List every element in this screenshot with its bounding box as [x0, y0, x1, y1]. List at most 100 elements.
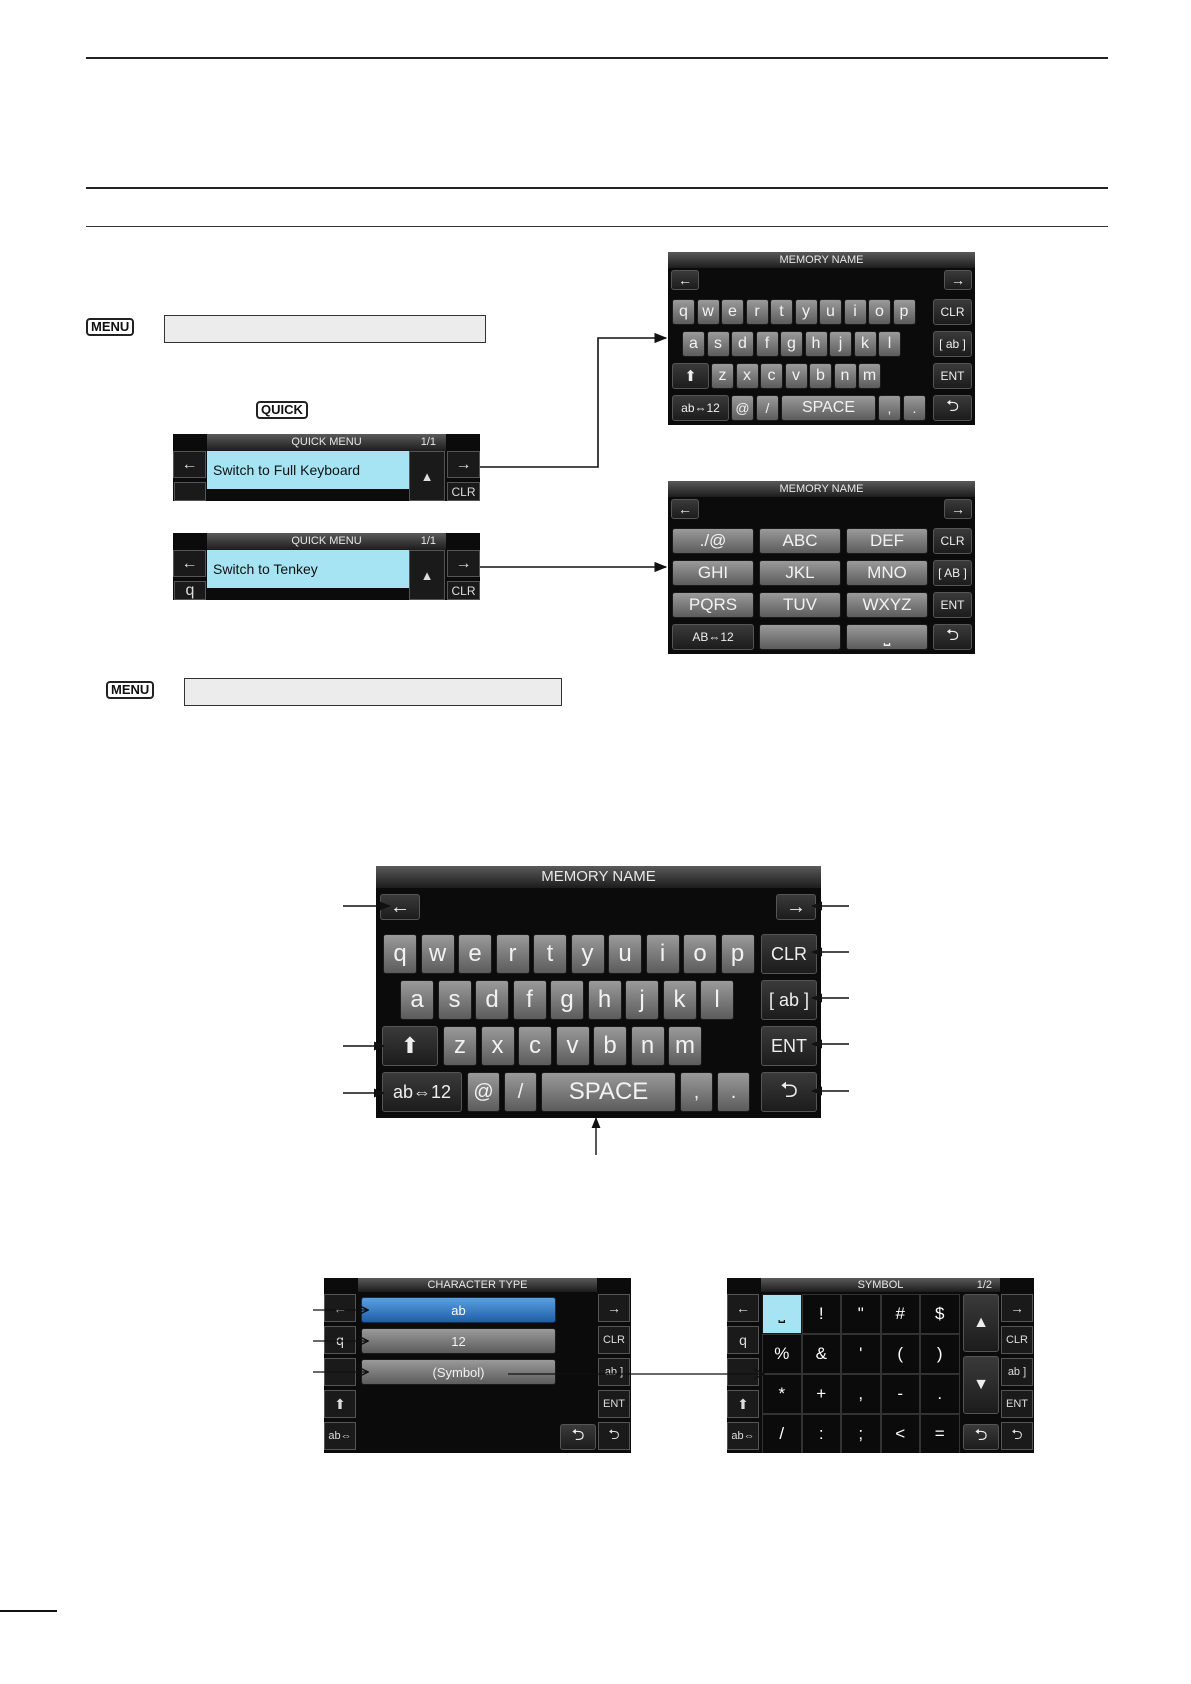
at-key[interactable]: @: [731, 395, 754, 421]
letter-key-x[interactable]: x: [480, 1026, 515, 1066]
symbol-key-16[interactable]: /: [762, 1414, 802, 1453]
symbol-key-2[interactable]: !: [801, 1294, 841, 1334]
back-button[interactable]: ⮌: [560, 1424, 596, 1450]
letter-key-x[interactable]: x: [735, 363, 759, 389]
char-type-ab-option[interactable]: ab: [361, 1297, 556, 1323]
symbol-key-9[interactable]: (: [880, 1334, 920, 1374]
switch-to-full-keyboard-item[interactable]: Switch to Full Keyboard: [207, 451, 413, 489]
letter-key-u[interactable]: u: [819, 299, 842, 325]
shift-button[interactable]: ⬆: [672, 363, 709, 389]
letter-key-t[interactable]: t: [770, 299, 793, 325]
symbol-key-20[interactable]: =: [920, 1414, 960, 1453]
symbol-key-5[interactable]: $: [920, 1294, 960, 1334]
symbol-key-13[interactable]: ,: [841, 1374, 881, 1414]
symbol-key-7[interactable]: &: [801, 1334, 841, 1374]
case-toggle-button[interactable]: [ AB ]: [933, 560, 972, 586]
letter-key-w[interactable]: w: [420, 934, 455, 974]
page-down-button[interactable]: ▼: [963, 1356, 999, 1414]
clr-button[interactable]: CLR: [447, 482, 480, 501]
period-key[interactable]: .: [717, 1072, 750, 1112]
period-key[interactable]: .: [903, 395, 926, 421]
enter-button[interactable]: ENT: [761, 1026, 817, 1066]
letter-key-v[interactable]: v: [555, 1026, 590, 1066]
symbol-key-10[interactable]: ): [920, 1334, 960, 1374]
letter-key-f[interactable]: f: [755, 331, 779, 357]
tenkey-key-3[interactable]: DEF: [846, 528, 928, 554]
letter-key-q[interactable]: q: [383, 934, 417, 974]
letter-key-i[interactable]: i: [843, 299, 867, 325]
letter-key-b[interactable]: b: [809, 363, 832, 389]
letter-key-d[interactable]: d: [731, 331, 754, 357]
letter-key-n[interactable]: n: [630, 1026, 665, 1066]
letter-key-h[interactable]: h: [587, 980, 622, 1020]
comma-key[interactable]: ,: [680, 1072, 713, 1112]
slash-key[interactable]: /: [504, 1072, 537, 1112]
back-button[interactable]: ⮌: [963, 1424, 999, 1450]
symbol-key-4[interactable]: #: [880, 1294, 920, 1334]
space-key[interactable]: SPACE: [541, 1072, 676, 1112]
letter-key-g[interactable]: g: [550, 980, 584, 1020]
letter-key-o[interactable]: o: [683, 934, 717, 974]
page-up-button[interactable]: ▲: [963, 1294, 999, 1352]
letter-key-v[interactable]: v: [784, 363, 808, 389]
symbol-key-12[interactable]: +: [801, 1374, 841, 1414]
tenkey-key-1[interactable]: ./@: [672, 528, 754, 554]
back-button[interactable]: ⮌: [933, 395, 972, 421]
letter-key-y[interactable]: y: [794, 299, 818, 325]
letter-key-f[interactable]: f: [512, 980, 547, 1020]
letter-key-n[interactable]: n: [833, 363, 857, 389]
enter-button[interactable]: ENT: [933, 363, 972, 389]
letter-key-j[interactable]: j: [829, 331, 852, 357]
letter-key-k[interactable]: k: [853, 331, 877, 357]
tenkey-key-11[interactable]: [759, 624, 841, 650]
clr-button[interactable]: CLR: [933, 528, 972, 554]
symbol-key-3[interactable]: ": [841, 1294, 881, 1334]
tenkey-key-5[interactable]: JKL: [759, 560, 841, 586]
comma-key[interactable]: ,: [878, 395, 901, 421]
right-arrow-button[interactable]: →: [447, 550, 480, 577]
cursor-right-button[interactable]: →: [944, 499, 972, 519]
letter-key-c[interactable]: c: [518, 1026, 552, 1066]
letter-key-c[interactable]: c: [760, 363, 783, 389]
tenkey-key-8[interactable]: TUV: [759, 592, 841, 618]
tenkey-key-2[interactable]: ABC: [759, 528, 841, 554]
at-key[interactable]: @: [467, 1072, 500, 1112]
letter-key-o[interactable]: o: [868, 299, 891, 325]
case-toggle-button[interactable]: [ ab ]: [761, 980, 817, 1020]
letter-key-q[interactable]: q: [672, 299, 695, 325]
symbol-key-6[interactable]: %: [762, 1334, 802, 1374]
case-toggle-button[interactable]: [ ab ]: [933, 331, 972, 357]
tenkey-key-9[interactable]: WXYZ: [846, 592, 928, 618]
letter-key-t[interactable]: t: [533, 934, 567, 974]
letter-key-g[interactable]: g: [780, 331, 803, 357]
letter-key-l[interactable]: l: [878, 331, 901, 357]
letter-key-j[interactable]: j: [625, 980, 659, 1020]
letter-key-z[interactable]: z: [443, 1026, 477, 1066]
tenkey-key-6[interactable]: MNO: [846, 560, 928, 586]
tenkey-key-7[interactable]: PQRS: [672, 592, 754, 618]
letter-key-s[interactable]: s: [706, 331, 730, 357]
left-arrow-button[interactable]: ←: [173, 451, 206, 478]
letter-key-e[interactable]: e: [458, 934, 492, 974]
symbol-key-8[interactable]: ': [841, 1334, 881, 1374]
scroll-up-button[interactable]: ▲: [409, 451, 445, 501]
letter-key-m[interactable]: m: [668, 1026, 702, 1066]
symbol-key-14[interactable]: -: [880, 1374, 920, 1414]
letter-key-r[interactable]: r: [495, 934, 530, 974]
letter-key-r[interactable]: r: [745, 299, 769, 325]
scroll-up-button[interactable]: ▲: [409, 550, 445, 600]
tenkey-key-4[interactable]: GHI: [672, 560, 754, 586]
char-type-12-option[interactable]: 12: [361, 1328, 556, 1354]
switch-to-tenkey-item[interactable]: Switch to Tenkey: [207, 550, 413, 588]
symbol-key-17[interactable]: :: [801, 1414, 841, 1453]
symbol-key-15[interactable]: .: [920, 1374, 960, 1414]
mode-toggle-button[interactable]: ab⇔12: [672, 395, 729, 421]
letter-key-e[interactable]: e: [721, 299, 744, 325]
letter-key-b[interactable]: b: [593, 1026, 627, 1066]
letter-key-d[interactable]: d: [475, 980, 509, 1020]
letter-key-a[interactable]: a: [400, 980, 434, 1020]
enter-button[interactable]: ENT: [933, 592, 972, 618]
symbol-key-18[interactable]: ;: [841, 1414, 881, 1453]
letter-key-a[interactable]: a: [682, 331, 705, 357]
symbol-key-19[interactable]: <: [880, 1414, 920, 1453]
